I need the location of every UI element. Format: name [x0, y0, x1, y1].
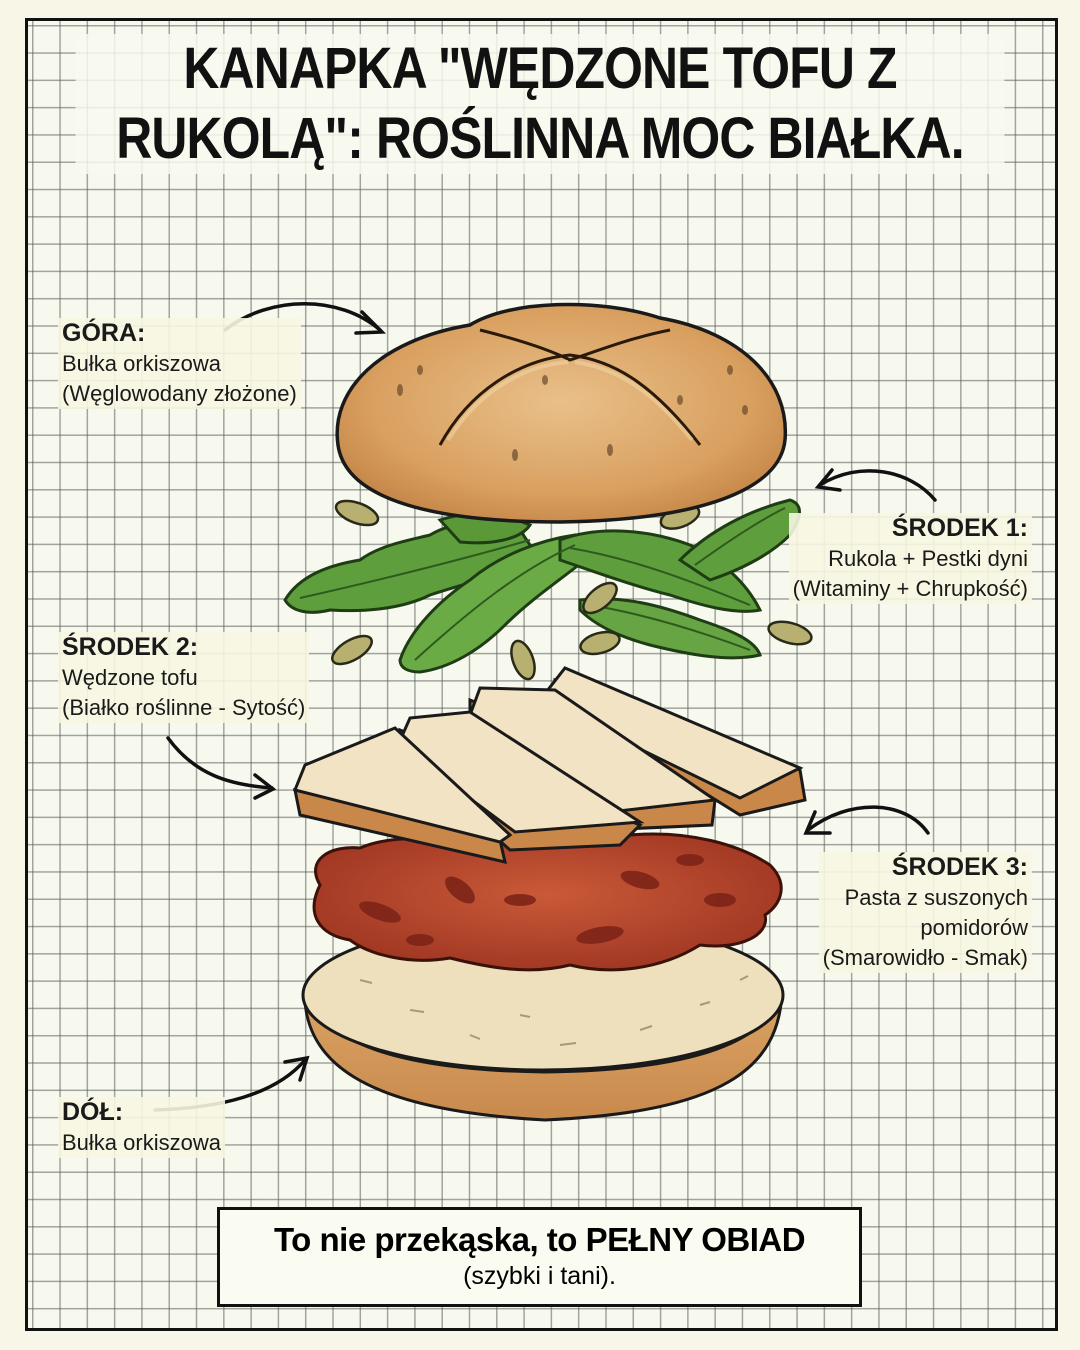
tofu-slice-3 — [468, 686, 720, 832]
footer-callout-box: To nie przekąska, to PEŁNY OBIAD (szybki… — [217, 1207, 862, 1307]
footer-subline: (szybki i tani). — [463, 1262, 616, 1290]
label-top: GÓRA: Bułka orkiszowa (Węglowodany złożo… — [58, 318, 301, 409]
label-middle2-heading: ŚRODEK 2: — [62, 633, 199, 661]
arrow-middle3-icon — [803, 805, 930, 835]
label-middle1-line-2: (Witaminy + Chrupkość) — [792, 576, 1028, 601]
top-bun — [335, 302, 788, 524]
label-middle1: ŚRODEK 1: Rukola + Pestki dyni (Witaminy… — [788, 513, 1032, 604]
label-bottom: DÓŁ: Bułka orkiszowa — [58, 1097, 225, 1158]
label-middle2: ŚRODEK 2: Wędzone tofu (Białko roślinne … — [58, 632, 310, 723]
tofu-slice-1 — [292, 726, 513, 864]
label-top-line-1: Bułka orkiszowa — [62, 351, 221, 376]
label-middle1-heading: ŚRODEK 1: — [891, 514, 1028, 542]
arrow-middle2-icon — [166, 736, 277, 800]
pumpkin-seeds — [331, 499, 813, 681]
label-middle3-line-3: (Smarowidło - Smak) — [822, 945, 1028, 970]
label-middle3: ŚRODEK 3: Pasta z suszonych pomidorów (S… — [818, 852, 1032, 973]
label-middle3-line-2: pomidorów — [920, 915, 1028, 940]
label-middle2-line-1: Wędzone tofu — [62, 665, 198, 690]
tofu-slices — [292, 666, 807, 864]
label-bottom-line-1: Bułka orkiszowa — [62, 1130, 221, 1155]
footer-headline: To nie przekąska, to PEŁNY OBIAD — [273, 1221, 806, 1258]
title-line-2: RUKOLĄ": ROŚLINNA MOC BIAŁKA. — [75, 104, 1005, 174]
label-middle3-heading: ŚRODEK 3: — [891, 853, 1028, 881]
title-line-1: KANAPKA "WĘDZONE TOFU Z — [75, 34, 1005, 104]
label-middle3-line-1: Pasta z suszonych — [844, 885, 1028, 910]
arrow-middle1-icon — [814, 468, 937, 502]
tomato-paste — [312, 831, 783, 972]
page-title: KANAPKA "WĘDZONE TOFU Z RUKOLĄ": ROŚLINN… — [75, 34, 1005, 174]
label-top-line-2: (Węglowodany złożone) — [62, 381, 297, 406]
label-middle1-line-1: Rukola + Pestki dyni — [828, 546, 1028, 571]
label-middle2-line-2: (Białko roślinne - Sytość) — [62, 695, 306, 720]
label-top-heading: GÓRA: — [62, 319, 146, 347]
label-bottom-heading: DÓŁ: — [62, 1098, 124, 1126]
